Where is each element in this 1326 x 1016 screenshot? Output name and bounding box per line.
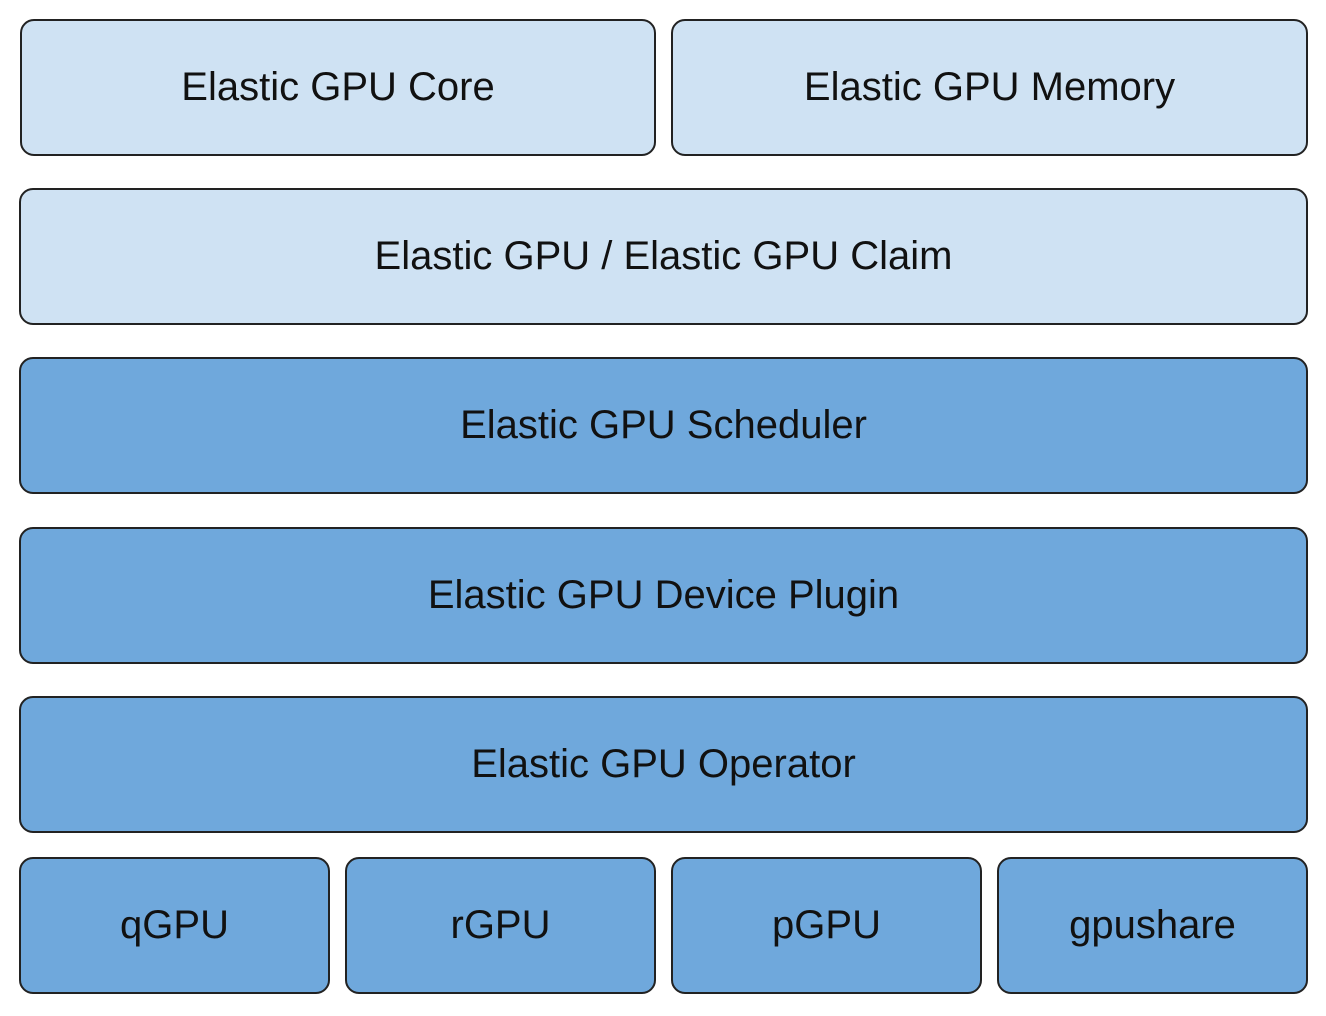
elastic-gpu-core-label: Elastic GPU Core <box>181 65 495 109</box>
elastic-gpu-core-box: Elastic GPU Core <box>20 19 656 156</box>
elastic-gpu-memory-box: Elastic GPU Memory <box>671 19 1308 156</box>
elastic-gpu-memory-label: Elastic GPU Memory <box>803 65 1176 109</box>
elastic-gpu-scheduler-box: Elastic GPU Scheduler <box>19 357 1308 494</box>
elastic-gpu-operator-box: Elastic GPU Operator <box>19 696 1308 833</box>
elastic-gpu-claim-label: Elastic GPU / Elastic GPU Claim <box>374 234 953 278</box>
rgpu-label: rGPU <box>450 903 551 947</box>
elastic-gpu-claim-box: Elastic GPU / Elastic GPU Claim <box>19 188 1308 325</box>
elastic-gpu-device-plugin-box: Elastic GPU Device Plugin <box>19 527 1308 664</box>
qgpu-box: qGPU <box>19 857 330 994</box>
elastic-gpu-operator-label: Elastic GPU Operator <box>471 742 856 786</box>
qgpu-label: qGPU <box>120 903 229 947</box>
pgpu-label: pGPU <box>772 903 881 947</box>
gpushare-label: gpushare <box>1069 903 1236 947</box>
pgpu-box: pGPU <box>671 857 982 994</box>
rgpu-box: rGPU <box>345 857 656 994</box>
elastic-gpu-device-plugin-label: Elastic GPU Device Plugin <box>427 573 900 617</box>
elastic-gpu-scheduler-label: Elastic GPU Scheduler <box>460 403 867 447</box>
gpushare-box: gpushare <box>997 857 1308 994</box>
